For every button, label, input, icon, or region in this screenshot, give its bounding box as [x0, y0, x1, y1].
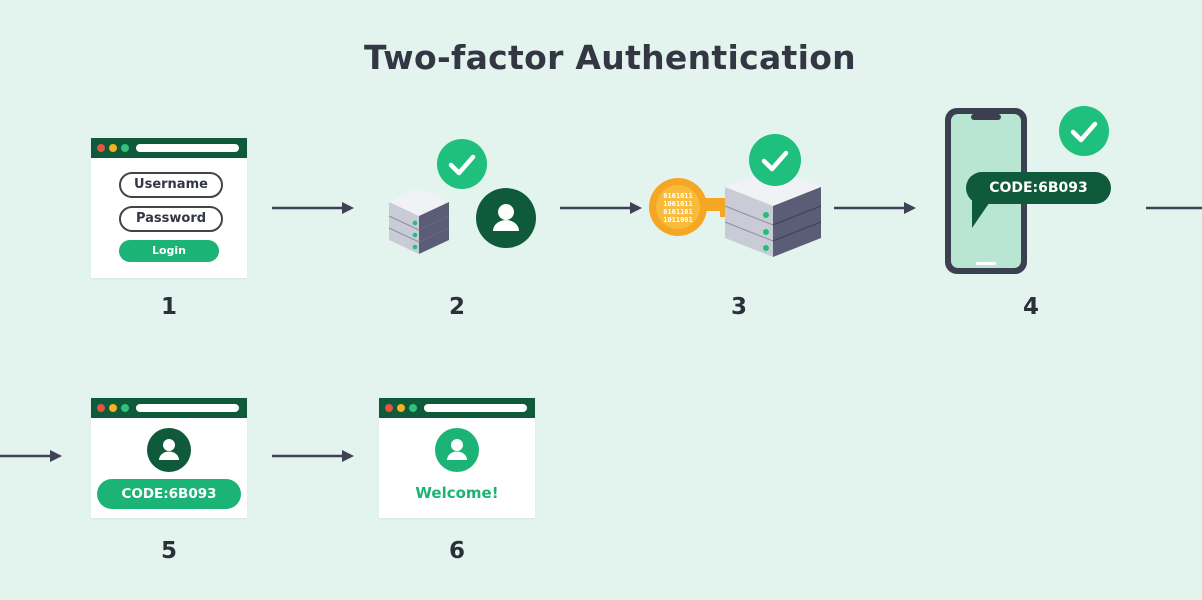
key-binary-line-2: 1001011: [663, 200, 693, 208]
diagram-title: Two-factor Authentication: [364, 38, 856, 77]
browser-titlebar: [91, 138, 247, 158]
maximize-dot-icon: [121, 144, 129, 152]
check-icon: [437, 139, 487, 189]
close-dot-icon: [385, 404, 393, 412]
step-number-5: 5: [160, 538, 177, 564]
user-icon: [435, 428, 479, 472]
key-binary-line-1: 0101011: [663, 192, 693, 200]
arrow-icon: [0, 450, 62, 462]
key-binary-line-4: 1011001: [663, 216, 693, 224]
arrow-icon: [272, 202, 354, 214]
server-icon: [724, 168, 822, 257]
step-number-4: 4: [1022, 294, 1039, 320]
arrow-icon: [272, 450, 354, 462]
welcome-message: Welcome!: [415, 484, 499, 502]
close-dot-icon: [97, 404, 105, 412]
username-field[interactable]: Username: [119, 172, 223, 198]
welcome-window: Welcome!: [379, 398, 535, 518]
code-entry-window: CODE:6B093: [91, 398, 247, 518]
sms-bubble-tail-icon: [972, 196, 994, 228]
login-button[interactable]: Login: [119, 240, 219, 262]
arrow-icon: [560, 202, 642, 214]
browser-titlebar: [379, 398, 535, 418]
maximize-dot-icon: [409, 404, 417, 412]
arrow-icon: [834, 202, 916, 214]
user-icon: [476, 188, 536, 248]
check-icon: [1059, 106, 1109, 156]
close-dot-icon: [97, 144, 105, 152]
step-number-1: 1: [160, 294, 177, 320]
minimize-dot-icon: [109, 144, 117, 152]
minimize-dot-icon: [109, 404, 117, 412]
password-field[interactable]: Password: [119, 206, 223, 232]
minimize-dot-icon: [397, 404, 405, 412]
arrow-continuation-line: [1146, 206, 1202, 210]
address-bar: [136, 144, 239, 152]
server-icon: [388, 188, 449, 254]
key-binary-line-3: 0101101: [663, 208, 693, 216]
address-bar: [136, 404, 239, 412]
maximize-dot-icon: [121, 404, 129, 412]
step-number-3: 3: [730, 294, 747, 320]
login-window: Username Password Login: [91, 138, 247, 278]
check-icon: [749, 134, 801, 186]
step-number-6: 6: [448, 538, 465, 564]
key-icon: 0101011 1001011 0101101 1011001: [649, 178, 734, 236]
sms-code-bubble: CODE:6B093: [966, 172, 1111, 204]
code-input-field[interactable]: CODE:6B093: [97, 479, 241, 509]
browser-titlebar: [91, 398, 247, 418]
user-icon: [147, 428, 191, 472]
step-number-2: 2: [448, 294, 465, 320]
address-bar: [424, 404, 527, 412]
